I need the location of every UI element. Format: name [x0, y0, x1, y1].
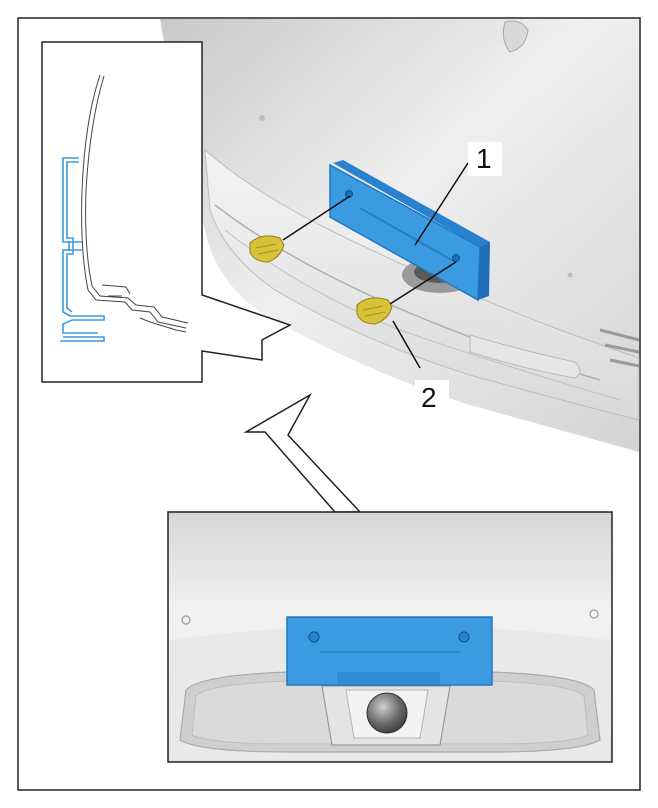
screw-fastener-upper [249, 235, 285, 263]
cross-section-bracket-profile [60, 157, 105, 342]
callout-1-label: 1 [476, 143, 492, 174]
cross-section-bumper-profile [81, 74, 189, 333]
callout-1-background [468, 142, 502, 176]
screw-fastener-lower [356, 297, 393, 325]
leader-lines [282, 162, 469, 369]
callout-2-background [415, 380, 449, 414]
detail-inset [167, 511, 613, 763]
license-plate-bracket [329, 160, 490, 302]
callout-2-label: 2 [421, 382, 437, 413]
cross-section-inset [41, 41, 292, 383]
